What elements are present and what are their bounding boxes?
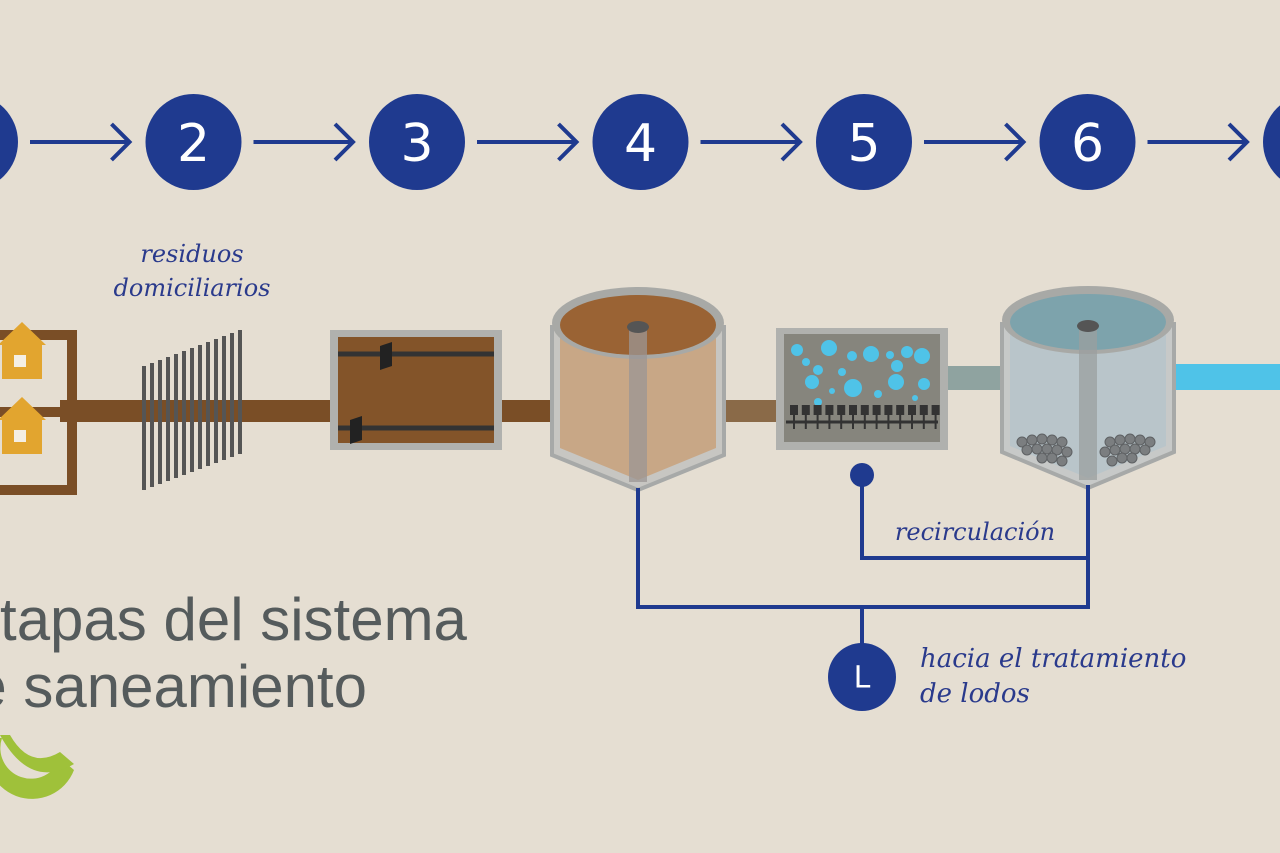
residuos-label-line1: residuos [140,240,243,268]
grit-chamber-icon [330,330,502,450]
arrow-right-icon [700,122,803,162]
recirculacion-label: recirculación [895,518,1055,546]
houses-group [0,322,77,495]
recirculation-node [850,463,874,487]
title-line2: de saneamiento [0,653,367,720]
sludge-node-label: L [854,661,871,696]
green-accent-shape [0,738,74,799]
step-number: 4 [624,114,657,174]
aeration-tank-icon [776,328,948,450]
step-7-circle: 7 [1263,105,1280,179]
primary-clarifier-icon [550,287,726,493]
step-number: 5 [847,114,880,174]
arrow-right-icon [477,122,580,162]
step-5-circle: 5 [816,94,912,190]
lodos-label-line2: de lodos [920,679,1030,709]
step-number: 6 [1071,114,1104,174]
steps-row: 1 2 3 4 5 6 7 [0,94,1280,190]
residuos-label-line2: domiciliarios [114,274,271,302]
clean-water-outflow [1170,364,1280,390]
house-icon [0,397,46,454]
house-icon [0,322,46,379]
title-line1: Etapas del sistema [0,586,468,653]
step-2-circle: 2 [145,94,242,190]
step-4-circle: 4 [592,94,689,190]
screen-grate-icon [142,330,242,490]
lodos-label-line1: hacia el tratamiento [920,644,1186,674]
step-number: 2 [177,114,210,174]
arrow-right-icon [924,122,1027,162]
arrow-right-icon [30,122,133,162]
step-number: 3 [400,114,433,174]
step-1-circle: 1 [0,104,18,180]
arrow-right-icon [253,122,356,162]
step-3-circle: 3 [369,94,465,190]
arrow-right-icon [1147,122,1250,162]
step-6-circle: 6 [1039,94,1136,190]
green-accent-shape-fill [0,735,74,773]
sludge-treatment-node: L [828,643,896,711]
secondary-clarifier-icon [1000,286,1176,491]
main-pipe [60,364,1280,422]
sludge-lines [636,476,1090,650]
